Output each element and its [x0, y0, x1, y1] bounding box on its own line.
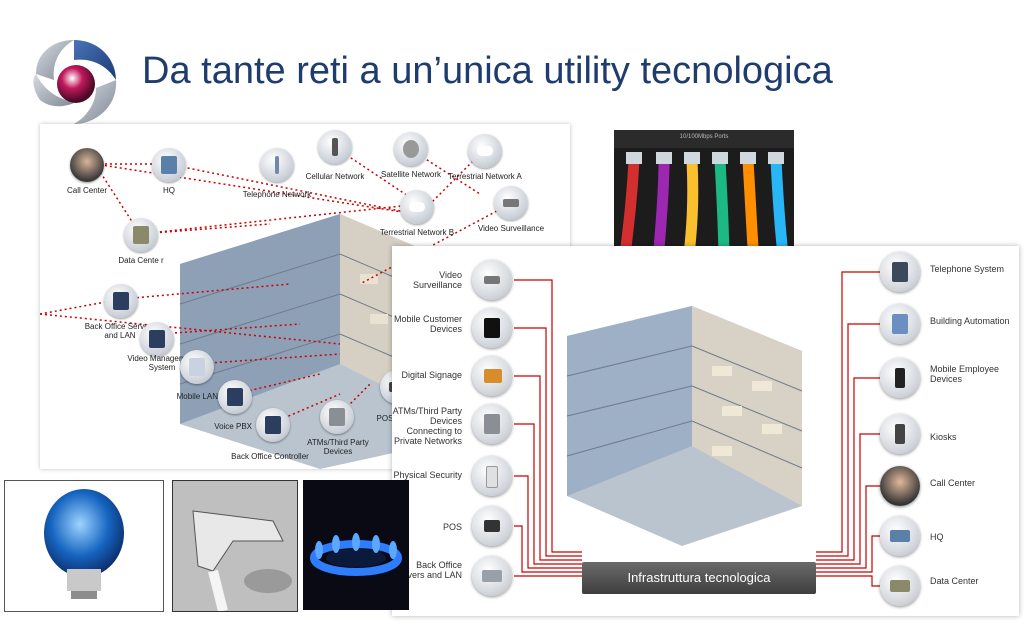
node-label: Mobile LAN — [176, 392, 218, 401]
door-sensor-icon — [472, 456, 512, 496]
infrastructure-diagram-panel: Video Surveillance Mobile Customer Devic… — [392, 246, 1019, 616]
label-atms-private-networks: ATMs/Third Party Devices Connecting to P… — [392, 406, 462, 446]
infrastructure-label-bar: Infrastruttura tecnologica — [582, 562, 816, 594]
label-telephone-system: Telephone System — [930, 264, 1005, 274]
gas-flame-photo — [303, 480, 409, 610]
telephone-pole-icon — [260, 148, 294, 182]
building-icon — [152, 148, 186, 182]
light-bulb-photo — [4, 480, 164, 612]
infrastructure-connections — [514, 271, 880, 587]
pos-terminal-icon — [472, 506, 512, 546]
company-logo-icon — [33, 40, 117, 124]
network-cables-photo: 10/100Mbps Ports — [614, 130, 794, 264]
server-icon — [180, 350, 214, 384]
node-label: Voice PBX — [214, 422, 252, 431]
satellite-dish-icon — [394, 132, 428, 166]
label-data-center: Data Center — [930, 576, 979, 586]
security-camera-icon — [472, 260, 512, 300]
label-digital-signage: Digital Signage — [401, 370, 462, 380]
building-icon — [880, 516, 920, 556]
person-headset-icon — [70, 148, 104, 182]
node-label: Data Cente r — [118, 256, 164, 265]
control-panel-icon — [880, 304, 920, 344]
server-icon — [104, 284, 138, 318]
security-camera-icon — [494, 186, 528, 220]
label-physical-security: Physical Security — [393, 470, 462, 480]
node-label: POS — [376, 414, 394, 423]
faucet-icon — [173, 481, 297, 611]
light-bulb-icon — [44, 489, 124, 599]
server-rack-icon — [124, 218, 158, 252]
node-label: Back Office Controller — [231, 452, 309, 461]
label-video-surveillance: Video Surveillance — [412, 270, 462, 290]
server-icon — [256, 408, 290, 442]
server-icon — [218, 380, 252, 414]
cloud-icon — [468, 134, 502, 168]
label-mobile-employee-devices: Mobile Employee Devices — [930, 364, 1000, 384]
node-label: HQ — [163, 186, 175, 195]
node-label: Back Office Servers and LAN — [84, 322, 156, 340]
atm-icon — [472, 404, 512, 444]
tablet-icon — [472, 308, 512, 348]
node-label: Terrestrial Network B — [379, 228, 455, 237]
node-label: Video Management System — [127, 354, 197, 372]
label-hq: HQ — [930, 532, 944, 542]
node-label: Terrestrial Network A — [448, 172, 522, 181]
node-label: Video Surveillance — [477, 224, 545, 233]
node-label: Cellular Network — [305, 172, 365, 181]
water-tap-photo — [172, 480, 298, 612]
node-label: Call Center — [66, 186, 107, 195]
node-label: Satellite Network — [380, 170, 442, 179]
label-pos: POS — [442, 522, 462, 532]
label-kiosks: Kiosks — [930, 432, 957, 442]
node-label: Telephone Network — [242, 190, 312, 199]
display-icon — [472, 356, 512, 396]
label-mobile-customer-devices: Mobile Customer Devices — [393, 314, 462, 334]
slide-title: Da tante reti a un’unica utility tecnolo… — [142, 50, 833, 92]
server-rack-icon — [880, 566, 920, 606]
server-rack-icon — [472, 556, 512, 596]
kiosk-icon — [880, 414, 920, 454]
label-back-office-servers: Back Office Servers and LAN — [393, 560, 462, 580]
ethernet-cables-icon — [618, 152, 790, 264]
label-call-center: Call Center — [930, 478, 976, 488]
node-label: ATMs/Third Party Devices — [307, 438, 369, 456]
person-headset-icon — [880, 466, 920, 506]
phone-icon — [880, 252, 920, 292]
atm-icon — [320, 400, 354, 434]
cell-tower-icon — [318, 130, 352, 164]
ports-header: 10/100Mbps Ports — [614, 130, 794, 148]
label-building-automation: Building Automation — [930, 316, 1010, 326]
cloud-icon — [400, 190, 434, 224]
server-icon — [140, 322, 174, 356]
gas-flame-icon — [310, 533, 402, 576]
mobile-phone-icon — [880, 358, 920, 398]
